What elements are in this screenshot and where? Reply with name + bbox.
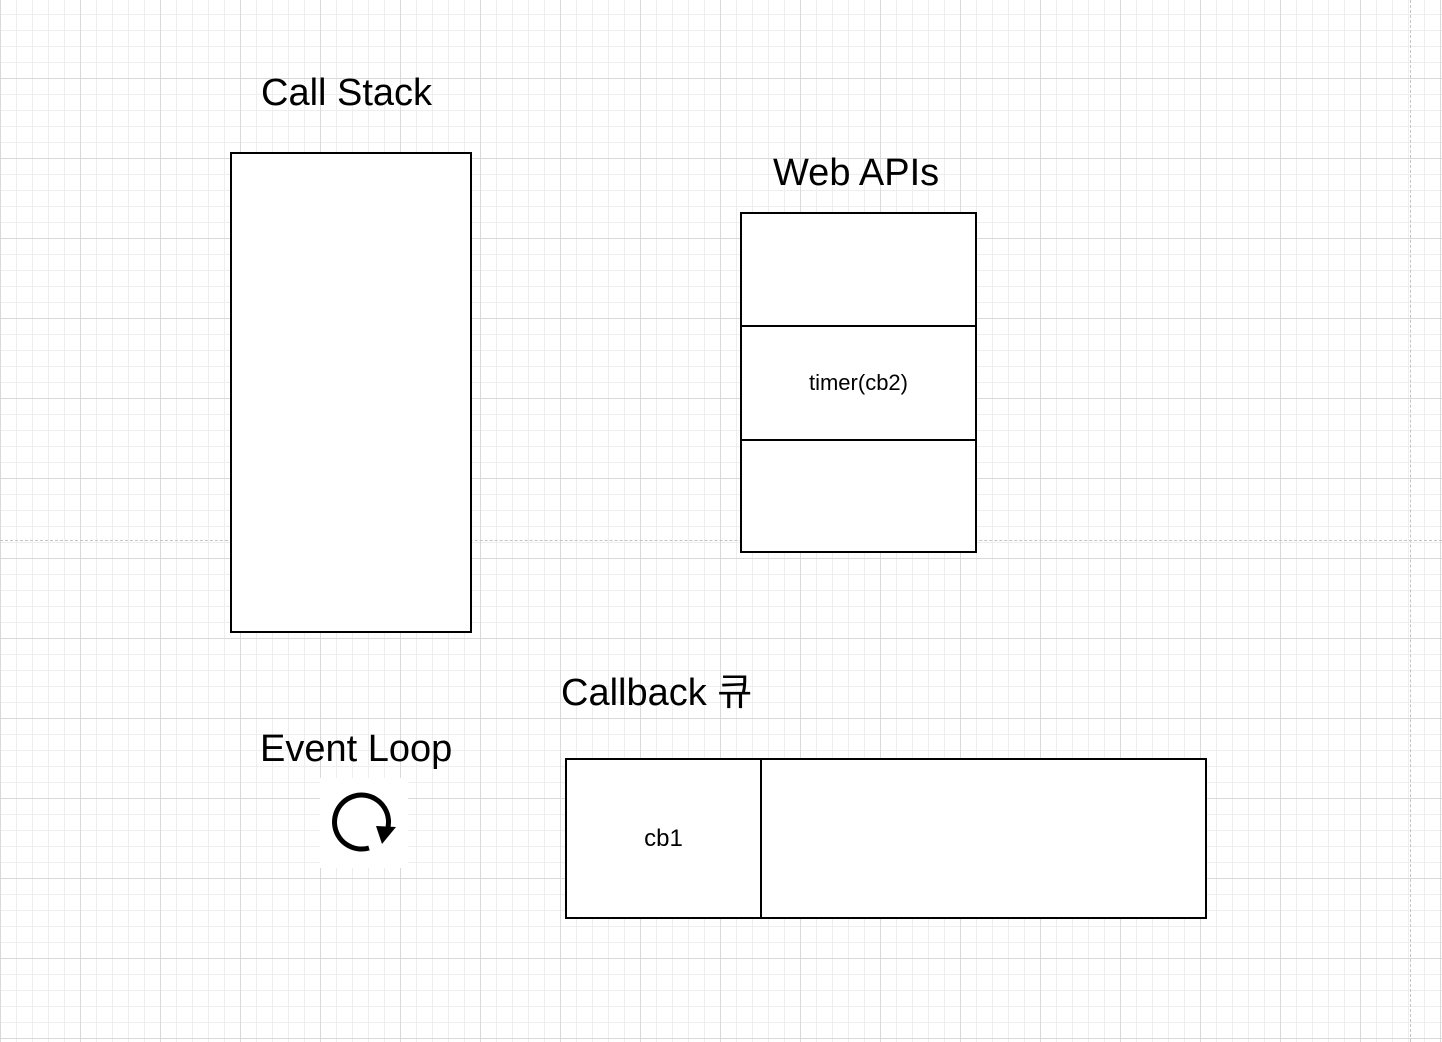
web-apis-title: Web APIs: [773, 152, 940, 194]
web-apis-box[interactable]: timer(cb2): [740, 212, 977, 553]
page-break-horizontal: [0, 540, 1442, 541]
event-loop-title: Event Loop: [260, 728, 453, 770]
web-apis-slot[interactable]: [742, 214, 975, 327]
callback-queue-slot[interactable]: [762, 760, 1205, 917]
page-break-vertical: [1410, 0, 1411, 1042]
callback-queue-box[interactable]: cb1: [565, 758, 1207, 919]
call-stack-box[interactable]: [230, 152, 472, 633]
web-apis-slot-timer[interactable]: timer(cb2): [742, 327, 975, 441]
web-apis-slot[interactable]: [742, 441, 975, 551]
refresh-loop-icon: [320, 778, 408, 868]
callback-queue-title: Callback 큐: [561, 672, 753, 714]
call-stack-title: Call Stack: [261, 72, 433, 114]
callback-queue-slot-cb1[interactable]: cb1: [567, 760, 762, 917]
